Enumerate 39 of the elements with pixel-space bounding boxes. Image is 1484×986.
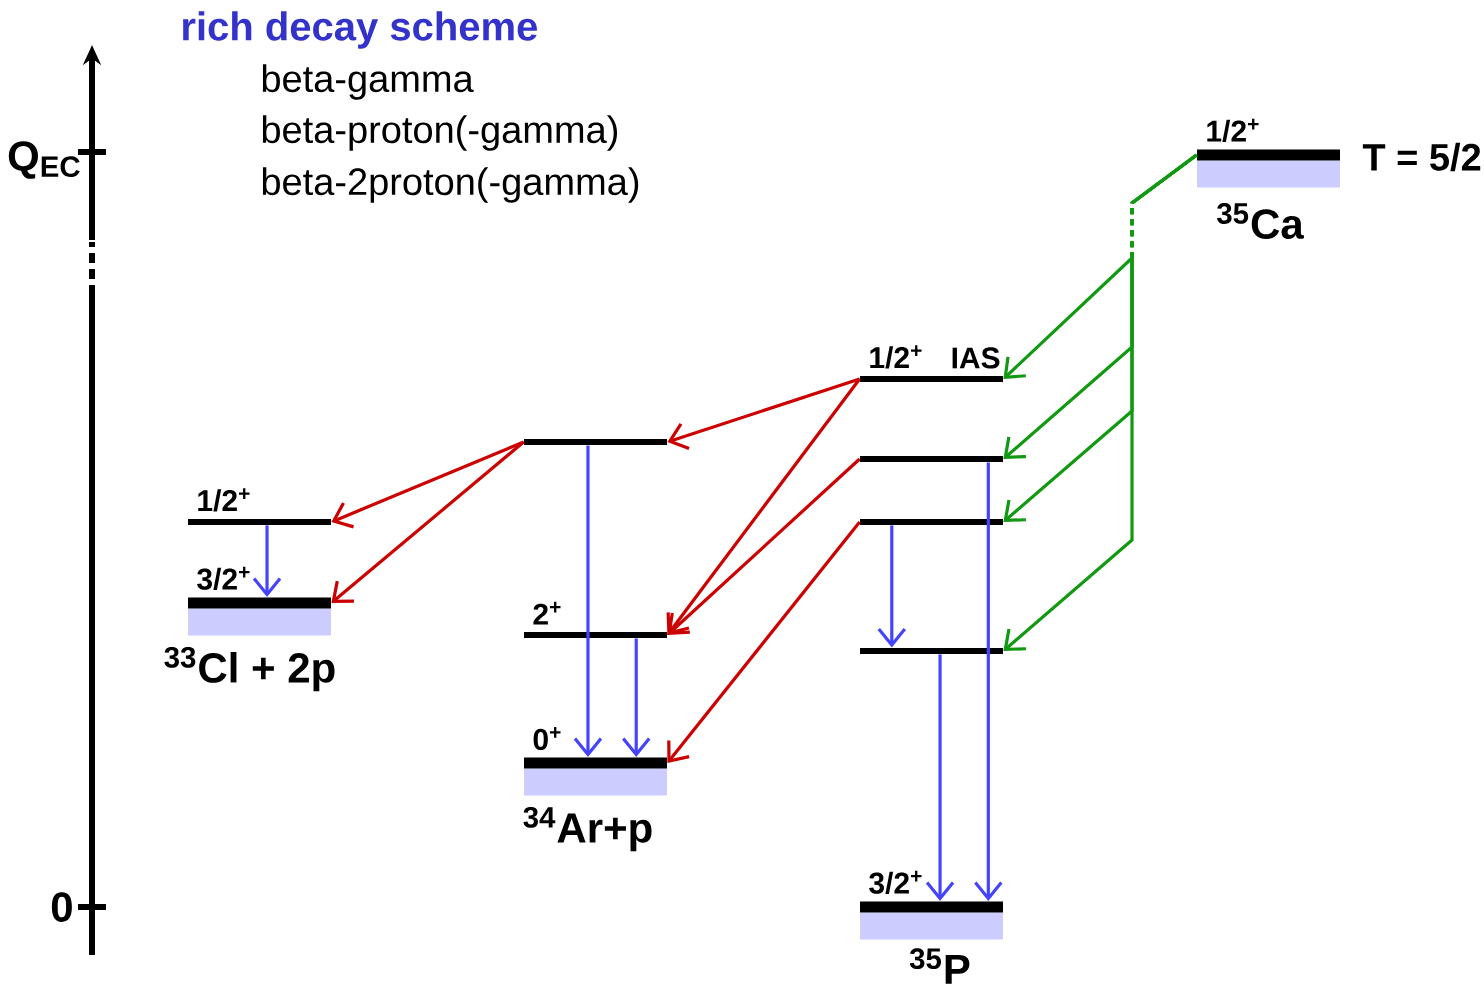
- gamma-arrow: [622, 638, 651, 758]
- axis-label: 0: [51, 892, 72, 922]
- proton-arrow: [667, 521, 861, 763]
- decay-mode-label: beta-gamma: [262, 64, 474, 100]
- title: rich decay scheme: [183, 11, 537, 49]
- energy-level: [524, 439, 667, 445]
- decay-mode-label: beta-2proton(-gamma): [262, 167, 639, 203]
- energy-level: 3/2$^{+}$: [860, 870, 1003, 940]
- energy-level: 1/2$^{+}$: [1197, 118, 1340, 188]
- decay-mode-label: beta-proton(-gamma): [262, 115, 617, 151]
- energy-level: 1/2$^{+}$ IAS: [860, 345, 1003, 382]
- energy-level: [860, 519, 1003, 525]
- energy-level: 1/2$^{+}$: [188, 488, 331, 525]
- gamma-arrow: [252, 525, 282, 598]
- axis-label: Q$_{EC}$: [8, 141, 80, 179]
- node-label: 2$^{+}$: [533, 601, 561, 625]
- proton-arrow: [331, 440, 525, 529]
- energy-level: [860, 648, 1003, 654]
- proton-arrow: [667, 457, 861, 635]
- gamma-arrow: [925, 654, 955, 902]
- gamma-arrow: [573, 445, 603, 758]
- energy-level: [860, 456, 1003, 462]
- proton-arrow: [666, 378, 861, 635]
- nucleus-label: $^{35}$Ca: [1217, 203, 1304, 239]
- energy-level: 0$^{+}$: [524, 727, 667, 796]
- gamma-arrow: [877, 525, 907, 648]
- nucleus-label: T = 5/2: [1362, 142, 1481, 172]
- nucleus-label: $^{33}$Cl + 2p: [164, 646, 335, 692]
- proton-arrow: [667, 377, 861, 451]
- gamma-arrow: [974, 462, 1003, 902]
- nucleus-label: $^{34}$Ar+p: [523, 806, 652, 852]
- energy-level: 3/2$^{+}$: [188, 566, 331, 636]
- energy-level: 2$^{+}$: [524, 601, 667, 638]
- node-label: 1/2$^{+}$: [198, 488, 250, 512]
- node-label: IAS: [952, 347, 1000, 369]
- beta-decay-arrow: [1003, 153, 1198, 651]
- nucleus-label: $^{35}$P: [909, 948, 970, 984]
- node-label: 1/2$^{+}$: [870, 345, 922, 369]
- proton-arrow: [331, 440, 525, 603]
